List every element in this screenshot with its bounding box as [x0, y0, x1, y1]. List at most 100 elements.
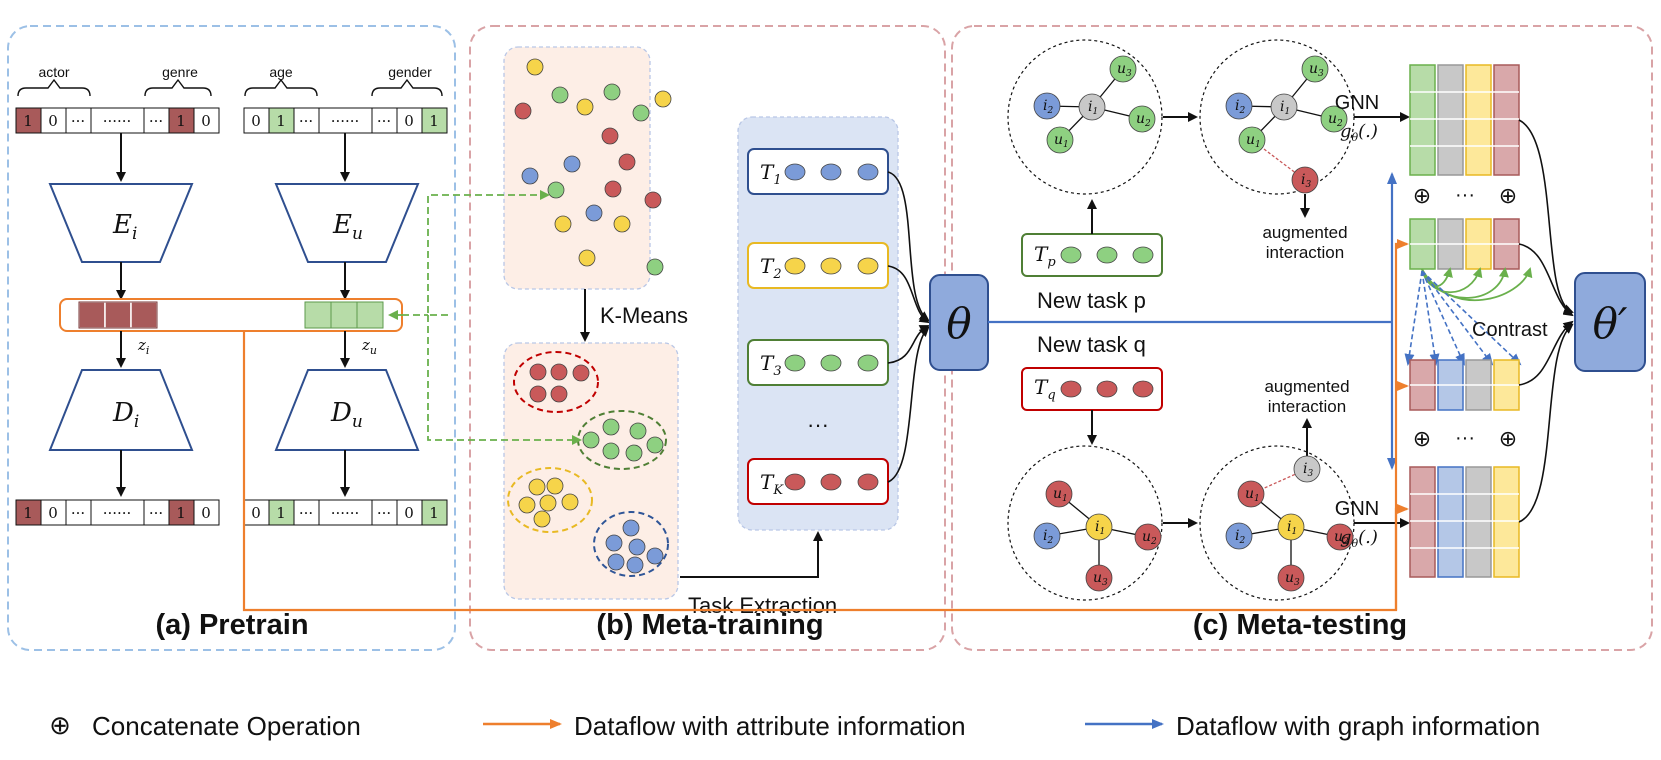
- gnn-label-bottom: GNN: [1335, 498, 1379, 520]
- theta-label: θ: [946, 299, 971, 348]
- svg-text:1: 1: [176, 504, 186, 522]
- user-encoder: [274, 183, 420, 263]
- svg-text:i2: i2: [1043, 528, 1053, 546]
- pretrain-title: (a) Pretrain: [155, 609, 308, 641]
- svg-text:···: ···: [71, 504, 85, 522]
- item-decoder: [48, 369, 194, 451]
- pretrain-panel: [7, 25, 456, 651]
- legend-graph: Dataflow with graph information: [1176, 711, 1540, 741]
- graph-q-original: [1007, 445, 1163, 601]
- gnn-fn-top: gθ(.): [1340, 121, 1378, 144]
- user-decoder-label: Du: [330, 398, 363, 432]
- item-encoder-label: Ei: [112, 210, 137, 244]
- z-user-label: zu: [361, 336, 377, 357]
- metatesting-title: (c) Meta-testing: [1193, 609, 1407, 641]
- svg-text:TK: TK: [760, 470, 784, 498]
- svg-text:u2: u2: [1136, 111, 1151, 129]
- item-embedding: [78, 301, 158, 329]
- svg-text:⊕: ⊕: [1413, 426, 1431, 451]
- svg-text:···: ···: [149, 504, 163, 522]
- svg-text:1: 1: [429, 504, 439, 522]
- user-embedding: [304, 301, 384, 329]
- svg-text:···: ···: [1455, 184, 1475, 206]
- graph-p-nodes: [1033, 55, 1156, 154]
- svg-text:u3: u3: [1309, 61, 1324, 79]
- gnn-fn-bottom: gθ(.): [1340, 527, 1378, 550]
- svg-text:1: 1: [276, 112, 286, 130]
- gender-label: gender: [388, 64, 432, 80]
- graph-q-augmented: [1199, 445, 1355, 601]
- user-input-vector: 0 1 ··· ······ ··· 0 1: [243, 107, 448, 134]
- task-Tp: Tp: [1021, 233, 1163, 277]
- svg-text:u1: u1: [1053, 486, 1068, 504]
- concat-row-bottom: ⊕ ··· ⊕: [1413, 426, 1517, 451]
- svg-text:i1: i1: [1088, 99, 1098, 117]
- svg-text:⊕: ⊕: [1413, 183, 1431, 208]
- task-T2: T2: [747, 242, 889, 289]
- embedding-vector-q: [1409, 359, 1520, 411]
- task-column: [737, 116, 899, 531]
- legend-attr: Dataflow with attribute information: [574, 711, 966, 741]
- cluster-yellow: [507, 467, 593, 533]
- svg-text:u2: u2: [1334, 529, 1349, 547]
- svg-text:u1: u1: [1054, 132, 1069, 150]
- svg-text:i3: i3: [1301, 172, 1311, 190]
- graph-p-aug-nodes: [1225, 55, 1348, 194]
- svg-text:······: ······: [331, 504, 360, 522]
- svg-text:0: 0: [201, 112, 211, 130]
- svg-text:i1: i1: [1280, 99, 1290, 117]
- svg-text:u1: u1: [1246, 132, 1261, 150]
- svg-text:T1: T1: [760, 160, 782, 188]
- svg-text:1: 1: [429, 112, 439, 130]
- task-TK: TK: [747, 458, 889, 505]
- embedding-matrix-p: [1409, 64, 1520, 176]
- svg-text:0: 0: [251, 504, 261, 522]
- genre-label: genre: [162, 64, 198, 80]
- svg-text:···: ···: [71, 112, 85, 130]
- age-label: age: [269, 64, 293, 80]
- augmented-label-p-2: interaction: [1266, 243, 1344, 262]
- svg-text:u3: u3: [1093, 570, 1108, 588]
- user-decoder: [274, 369, 420, 451]
- legend-concat: Concatenate Operation: [92, 711, 361, 741]
- theta-prime-label: θ′: [1593, 299, 1628, 348]
- concat-row-top: ⊕ ··· ⊕: [1413, 183, 1517, 208]
- embedding-vector-p: [1409, 218, 1520, 270]
- svg-text:···: ···: [149, 112, 163, 130]
- task-T1: T1: [747, 148, 889, 195]
- svg-text:Tp: Tp: [1034, 242, 1056, 270]
- svg-text:···: ···: [299, 504, 313, 522]
- svg-text:······: ······: [103, 504, 132, 522]
- svg-text:u2: u2: [1142, 529, 1157, 547]
- new-task-q-label: New task q: [1037, 332, 1146, 357]
- user-output-vector: 0 1 ··· ······ ··· 0 1: [243, 499, 448, 526]
- task-T3: T3: [747, 339, 889, 386]
- task-extraction-label: Task Extraction: [688, 593, 837, 618]
- svg-text:······: ······: [103, 112, 132, 130]
- kmeans-label: K-Means: [600, 303, 688, 328]
- contrast-label: Contrast: [1472, 319, 1548, 341]
- graph-p-original: [1007, 39, 1163, 195]
- augmented-label-q-1: augmented: [1264, 377, 1349, 396]
- user-encoder-label: Eu: [332, 210, 363, 244]
- augmented-label-q-2: interaction: [1268, 397, 1346, 416]
- svg-text:0: 0: [404, 112, 414, 130]
- item-encoder: [48, 183, 194, 263]
- svg-text:⊕: ⊕: [1499, 426, 1517, 451]
- new-task-p-label: New task p: [1037, 288, 1146, 313]
- tasks-ellipsis: ···: [807, 412, 829, 437]
- svg-text:u3: u3: [1285, 570, 1300, 588]
- svg-text:1: 1: [23, 504, 33, 522]
- metatraining-title: (b) Meta-training: [596, 609, 823, 641]
- actor-label: actor: [38, 64, 69, 80]
- graph-q-nodes: [1033, 480, 1162, 592]
- svg-text:i3: i3: [1303, 461, 1313, 479]
- concat-icon: ⊕: [49, 710, 71, 740]
- svg-text:1: 1: [176, 112, 186, 130]
- svg-text:···: ···: [377, 504, 391, 522]
- metatesting-panel: [951, 25, 1653, 651]
- svg-text:u1: u1: [1245, 486, 1260, 504]
- task-Tq: Tq: [1021, 367, 1163, 411]
- gnn-label-top: GNN: [1335, 92, 1379, 114]
